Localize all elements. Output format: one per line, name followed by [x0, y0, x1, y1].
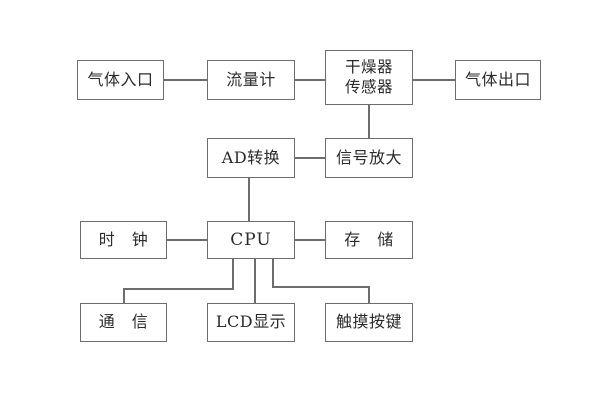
edge-amp-to-ad [295, 157, 326, 159]
node-label: CPU [230, 229, 272, 250]
edge-inlet-to-flow [164, 79, 208, 81]
node-label: 气体入口 [87, 69, 154, 89]
edge-dryer-to-outlet [413, 79, 456, 81]
edge-flow-to-dryer [295, 79, 326, 81]
node-lcd-display[interactable]: LCD显示 [207, 303, 295, 342]
node-signal-amplifier[interactable]: 信号放大 [325, 138, 413, 178]
watermark-text [424, 326, 534, 342]
edge-cpu-to-lcd [254, 259, 256, 304]
node-gas-outlet[interactable]: 气体出口 [455, 60, 541, 100]
node-label: 信号放大 [335, 147, 402, 167]
edge-ad-to-cpu [248, 178, 250, 222]
node-label-line2: 传感器 [344, 77, 393, 96]
node-flow-meter[interactable]: 流量计 [207, 60, 295, 100]
edge-cpu-to-comm-seg3 [123, 288, 125, 304]
node-label: 存 储 [344, 229, 394, 249]
node-storage[interactable]: 存 储 [325, 221, 413, 259]
edge-cpu-to-comm-seg1 [232, 259, 234, 289]
node-cpu[interactable]: CPU [207, 221, 295, 259]
edge-cpu-to-comm-seg2 [123, 288, 234, 290]
node-label: 气体出口 [464, 69, 531, 89]
node-dryer-sensor[interactable]: 干燥器 传感器 [325, 50, 413, 105]
node-clock[interactable]: 时 钟 [80, 221, 167, 259]
node-label: 流量计 [226, 69, 276, 89]
edge-dryer-to-amp [368, 105, 370, 139]
edge-cpu-to-storage [295, 239, 326, 241]
node-label: 触摸按键 [335, 312, 402, 332]
node-label: 通 信 [98, 312, 149, 332]
node-label-line1: 干燥器 [344, 58, 393, 77]
node-communication[interactable]: 通 信 [80, 303, 167, 342]
edge-cpu-to-touch-seg2 [272, 286, 370, 288]
node-label: 时 钟 [98, 229, 149, 249]
node-label: AD转换 [221, 147, 281, 167]
node-gas-inlet[interactable]: 气体入口 [77, 60, 164, 100]
edge-clock-to-cpu [166, 239, 208, 241]
node-label: LCD显示 [215, 312, 287, 332]
node-touch-keys[interactable]: 触摸按键 [325, 303, 413, 342]
node-ad-convert[interactable]: AD转换 [207, 138, 295, 178]
edge-cpu-to-touch-seg1 [272, 259, 274, 287]
edge-cpu-to-touch-seg3 [368, 286, 370, 304]
